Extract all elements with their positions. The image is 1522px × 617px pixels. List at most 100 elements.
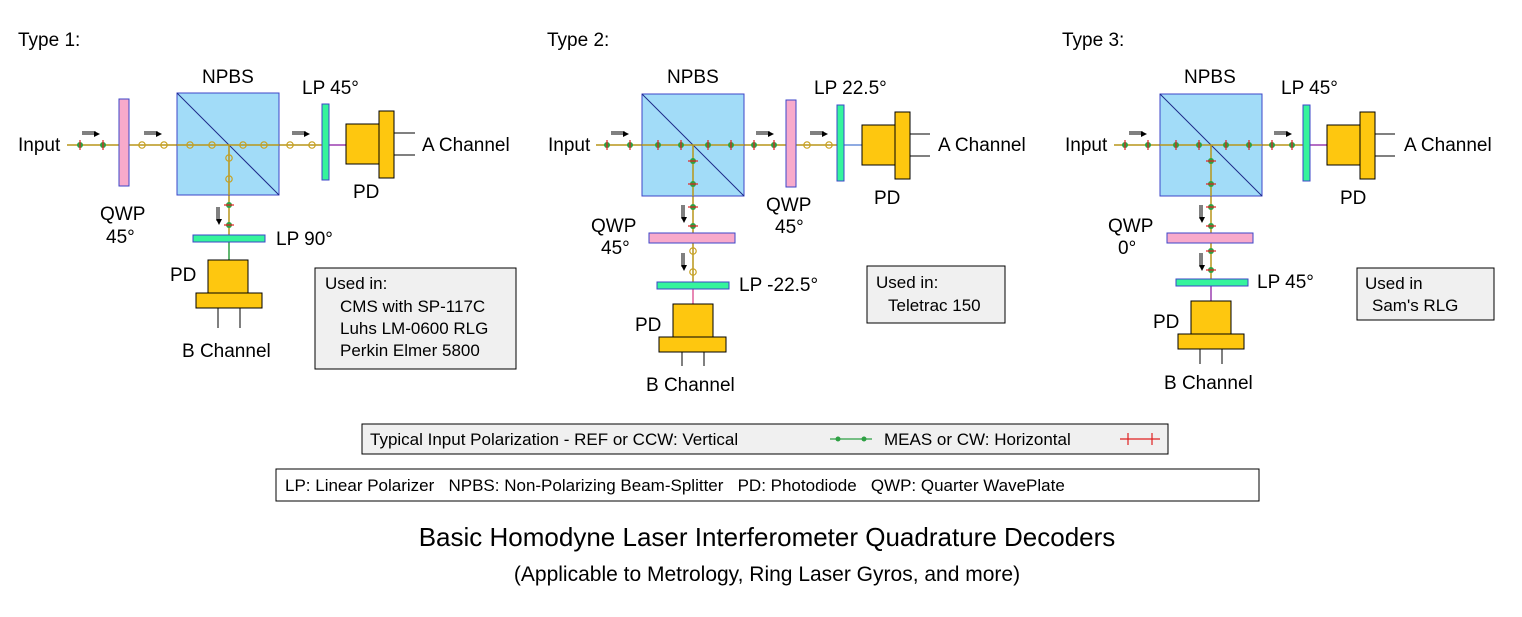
type-3-input-marker: [1288, 139, 1296, 151]
type-2-b-lp: [656, 281, 730, 290]
type-3-input-marker: [1268, 139, 1276, 151]
type-2-used-in-item: Teletrac 150: [888, 296, 981, 315]
type-2-diagram: Type 2: Input NPBS QWP 4: [547, 30, 1026, 396]
type-3-b-lp: [1175, 278, 1249, 287]
type-1-used-in-item: Perkin Elmer 5800: [340, 341, 480, 360]
type-1-direction-arrow: [81, 130, 101, 138]
type-2-b-photodiode-base: [658, 336, 727, 353]
type-3-b-marker: [1205, 247, 1217, 255]
type-3-b-marker: [1205, 222, 1217, 230]
type-1-npbs-label: NPBS: [202, 67, 254, 88]
type-2-b-lp-label: LP -22.5°: [739, 275, 818, 296]
type-2-b-marker: [687, 222, 699, 230]
type-3-b-lp-label: LP 45°: [1257, 272, 1314, 293]
type-2-direction-arrow: [680, 252, 688, 272]
type-3-direction-arrow: [1198, 252, 1206, 272]
type-3-direction-arrow: [1273, 130, 1293, 138]
type-3-used-in-item: Sam's RLG: [1372, 296, 1458, 315]
type-2-direction-arrow: [610, 130, 630, 138]
type-1-input-qwp-angle: 45°: [106, 227, 135, 248]
type-2-input-marker: [626, 139, 634, 151]
type-3-b-qwp-angle: 0°: [1118, 238, 1136, 259]
type-3-b-photodiode-base: [1177, 333, 1245, 350]
type-1-direction-arrow: [291, 130, 311, 138]
type-1-input-marker: [99, 139, 107, 151]
type-1-used-in-item: CMS with SP-117C: [340, 297, 485, 316]
type-1-a-lp: [321, 103, 330, 181]
type-3-direction-arrow: [1198, 204, 1206, 224]
diagram-subtitle: (Applicable to Metrology, Ring Laser Gyr…: [514, 563, 1020, 586]
type-2-used-in-heading: Used in:: [876, 273, 938, 292]
type-1-input-marker: [76, 139, 84, 151]
type-1-b-pd-label: PD: [170, 265, 196, 286]
type-3-used-in-box: [1356, 267, 1495, 321]
type-2-a-qwp: [785, 99, 797, 188]
type-1-a-pd-label: PD: [353, 182, 379, 203]
type-1-direction-arrow: [143, 130, 163, 138]
type-2-used-in-box: [866, 265, 1006, 324]
type-2-a-lp-label: LP 22.5°: [814, 78, 887, 99]
type-1-direction-arrow: [215, 206, 223, 226]
type-1-input-label: Input: [18, 135, 61, 156]
type-3-used-in-heading: Used in: [1365, 274, 1423, 293]
type-2-direction-arrow: [809, 130, 829, 138]
legend-vertical-symbol: [830, 436, 872, 442]
type-1-b-marker: [223, 201, 235, 209]
type-1-a-lp-label: LP 45°: [302, 78, 359, 99]
type-2-b-channel-label: B Channel: [646, 375, 735, 396]
type-2-a-qwp-angle: 45°: [775, 217, 804, 238]
type-2-header: Type 2:: [547, 30, 609, 51]
abbreviations-box: [275, 468, 1260, 502]
type-3-diagram: Type 3: Input NPBS LP 45°: [1062, 30, 1495, 394]
type-1-b-channel-label: B Channel: [182, 341, 271, 362]
type-3-b-pd-label: PD: [1153, 312, 1179, 333]
type-3-input-label: Input: [1065, 135, 1108, 156]
type-2-b-marker: [687, 203, 699, 211]
legend-horizontal-label: MEAS or CW: Horizontal: [884, 430, 1071, 449]
type-3-header: Type 3:: [1062, 30, 1124, 51]
type-1-input-qwp: [118, 98, 130, 187]
type-3-a-lp: [1302, 104, 1311, 182]
type-2-a-qwp-label: QWP: [766, 195, 811, 216]
type-2-b-photodiode: [672, 303, 714, 338]
type-2-input-marker: [770, 139, 778, 151]
type-1-header: Type 1:: [18, 30, 80, 51]
type-1-a-photodiode-base: [378, 110, 395, 179]
type-2-input-marker: [603, 139, 611, 151]
type-1-used-in-item: Luhs LM-0600 RLG: [340, 319, 488, 338]
type-2-b-pd-label: PD: [635, 315, 661, 336]
type-2-b-qwp-angle: 45°: [601, 238, 630, 259]
abbreviations-text: LP: Linear Polarizer NPBS: Non-Polarizin…: [285, 476, 1065, 495]
type-1-input-qwp-label: QWP: [100, 204, 145, 225]
type-3-input-marker: [1121, 139, 1129, 151]
type-2-a-channel-label: A Channel: [938, 135, 1026, 156]
type-1-diagram: Type 1: Input QWP 45° NPBS: [18, 30, 517, 370]
type-1-a-channel-label: A Channel: [422, 135, 510, 156]
legend-vertical-label: Typical Input Polarization - REF or CCW:…: [370, 430, 738, 449]
type-3-a-channel-label: A Channel: [1404, 135, 1492, 156]
type-3-b-qwp: [1166, 232, 1254, 244]
type-2-a-photodiode-base: [894, 111, 911, 180]
diagram-title: Basic Homodyne Laser Interferometer Quad…: [419, 522, 1116, 552]
type-3-a-lp-label: LP 45°: [1281, 78, 1338, 99]
type-1-b-lp-label: LP 90°: [276, 229, 333, 250]
type-3-b-channel-label: B Channel: [1164, 373, 1253, 394]
type-2-input-label: Input: [548, 135, 591, 156]
type-2-b-qwp: [648, 232, 736, 244]
type-3-b-marker: [1205, 203, 1217, 211]
type-2-direction-arrow: [755, 130, 775, 138]
type-3-npbs-label: NPBS: [1184, 67, 1236, 88]
polarization-legend-box: [361, 423, 1169, 455]
type-1-a-photodiode: [345, 123, 380, 165]
abbreviations-legend: LP: Linear Polarizer NPBS: Non-Polarizin…: [275, 468, 1260, 502]
type-2-npbs-label: NPBS: [667, 67, 719, 88]
type-3-input-marker: [1144, 139, 1152, 151]
type-3-a-pd-label: PD: [1340, 188, 1366, 209]
type-2-b-qwp-label: QWP: [591, 216, 636, 237]
legend-horizontal-symbol: [1120, 433, 1160, 445]
type-1-used-in-heading: Used in:: [325, 274, 387, 293]
type-3-direction-arrow: [1128, 130, 1148, 138]
type-3-a-photodiode-base: [1359, 111, 1376, 180]
type-1-b-photodiode: [207, 259, 249, 294]
